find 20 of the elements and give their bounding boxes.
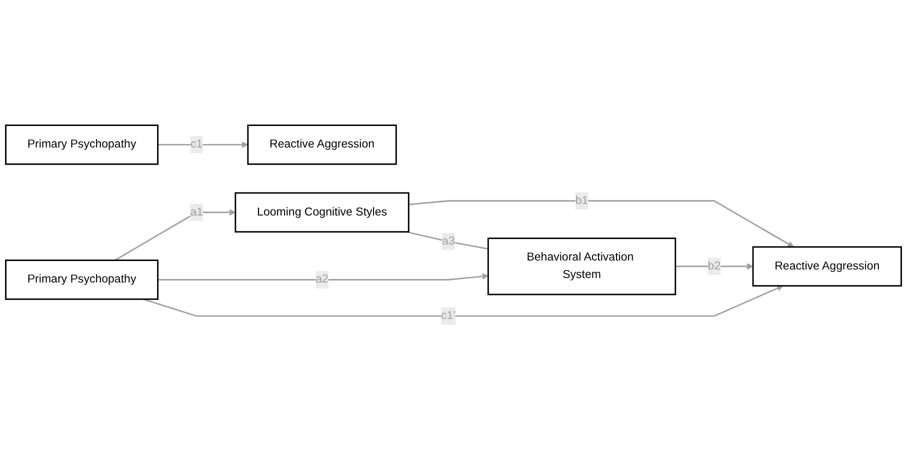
arrow [114, 209, 236, 261]
arrow [408, 200, 794, 248]
edge-label: c1 [190, 138, 203, 150]
edge-label: a3 [442, 235, 455, 248]
arrow [142, 285, 784, 317]
node-box: Primary Psychopathy [5, 124, 159, 165]
node-box: Looming Cognitive Styles [234, 192, 410, 233]
edge-label: b2 [708, 260, 721, 272]
arrow [158, 142, 248, 148]
node-box: Reactive Aggression [752, 246, 902, 287]
edge-label: a1 [190, 206, 204, 218]
node-box: Behavioral Activation System [487, 238, 676, 296]
edge-label: c1’ [441, 310, 456, 322]
arrow [158, 273, 488, 280]
node-box: Primary Psychopathy [5, 260, 159, 300]
node-box: Reactive Aggression [247, 124, 397, 165]
edge-label: a2 [316, 273, 328, 286]
edge-label: b1 [575, 194, 588, 207]
arrow [675, 263, 754, 270]
connector [406, 231, 488, 250]
